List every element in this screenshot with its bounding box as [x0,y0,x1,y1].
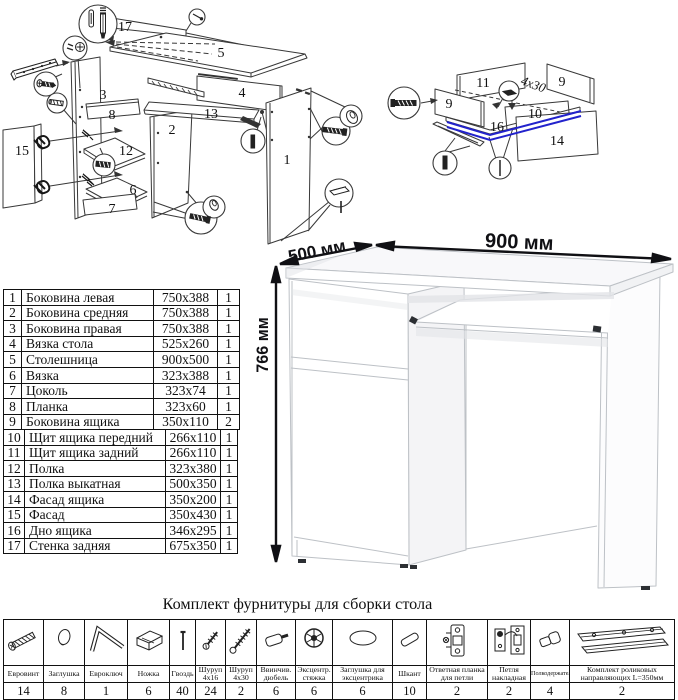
svg-text:4: 4 [239,86,246,101]
svg-text:16: 16 [490,120,504,135]
svg-text:8: 8 [109,108,116,123]
svg-text:6: 6 [130,183,137,198]
svg-text:14: 14 [550,134,564,149]
svg-text:766 мм: 766 мм [254,317,272,372]
svg-text:10: 10 [528,107,542,122]
svg-text:12: 12 [119,144,133,159]
svg-text:11: 11 [476,76,489,91]
svg-text:4х30: 4х30 [519,73,548,96]
svg-text:17: 17 [118,20,132,35]
svg-text:900 мм: 900 мм [485,230,554,255]
svg-text:5: 5 [218,46,225,61]
svg-text:9: 9 [559,75,566,90]
svg-text:9: 9 [446,97,453,112]
svg-text:1: 1 [284,153,291,168]
svg-text:2: 2 [169,123,176,138]
svg-text:3: 3 [100,88,107,103]
svg-text:7: 7 [109,202,116,217]
svg-text:13: 13 [204,107,218,122]
svg-text:15: 15 [15,144,29,159]
